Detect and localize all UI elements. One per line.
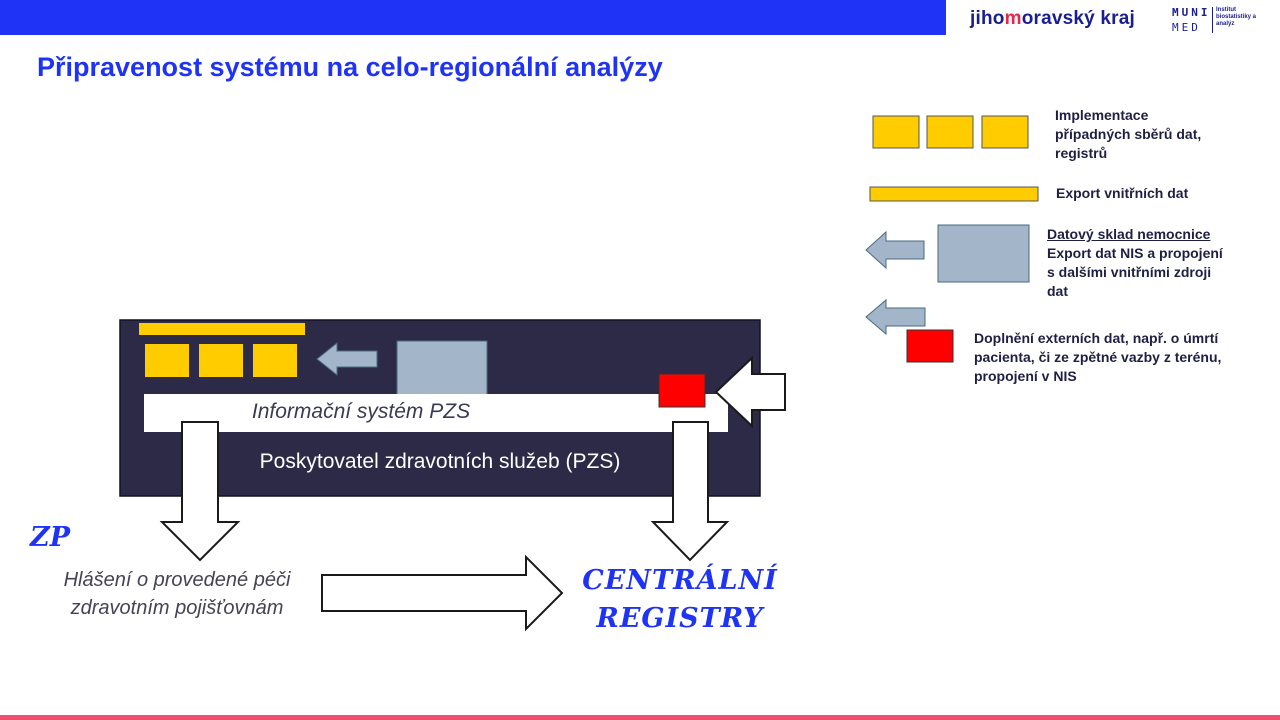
legend-external-arrow: [865, 298, 926, 336]
pzs-yellow-bar: [139, 323, 305, 335]
bottom-accent-line: [0, 715, 1280, 720]
pzs-warehouse-box: [396, 340, 488, 400]
pzs-red-square: [658, 373, 706, 408]
legend-warehouse-text: Datový sklad nemocnice Export dat NIS a …: [1047, 226, 1223, 299]
arrow-down-to-zp: [159, 421, 241, 562]
zp-label: ZP: [30, 522, 71, 553]
muni-logo-line2: MED: [1172, 21, 1201, 34]
external-data-arrow: [714, 355, 786, 429]
legend-warehouse-arrow: [865, 230, 925, 270]
institute-name: Institut biostatistiky a analýz: [1216, 7, 1257, 27]
legend-external-text: Doplnění externích dat, např. o úmrtí pa…: [974, 330, 1222, 384]
legend-collections-text: Implementace případných sběrů dat, regis…: [1055, 107, 1202, 161]
legend-yellow-square-1: [872, 115, 920, 149]
muni-logo-line1: MUNI: [1172, 6, 1211, 19]
reporting-label: Hlášení o provedené péči zdravotním poji…: [63, 569, 291, 619]
warehouse-heading: Datový sklad nemocnice: [1047, 226, 1211, 242]
legend-red-square: [906, 329, 954, 363]
logo-divider: [1212, 7, 1213, 33]
pzs-warehouse-arrow: [316, 341, 378, 377]
legend-yellow-bar: [869, 186, 1039, 202]
slide-title: Připravenost systému na celo-regionální …: [37, 52, 663, 82]
information-system-bar: [144, 394, 728, 432]
arrow-right-to-registries: [321, 554, 564, 632]
pzs-yellow-square-2: [199, 344, 243, 377]
top-banner: [0, 0, 946, 35]
legend-export-text: Export vnitřních dat: [1056, 185, 1189, 201]
pzs-yellow-square-3: [253, 344, 297, 377]
legend-yellow-square-3: [981, 115, 1029, 149]
pzs-label: Poskytovatel zdravotních služeb (PZS): [259, 450, 621, 473]
pzs-yellow-square-1: [145, 344, 189, 377]
legend-yellow-square-2: [926, 115, 974, 149]
arrow-down-to-registries: [650, 421, 730, 562]
legend-warehouse-box: [937, 224, 1030, 283]
information-system-label: Informační systém PZS: [251, 400, 471, 423]
jihomoravsky-kraj-logo: jihomoravský kraj: [970, 8, 1136, 29]
muni-med-logo: MUNI MED Institut biostatistiky a analýz: [1172, 6, 1272, 36]
central-registries-label: CENTRÁLNÍ REGISTRY: [582, 565, 778, 634]
